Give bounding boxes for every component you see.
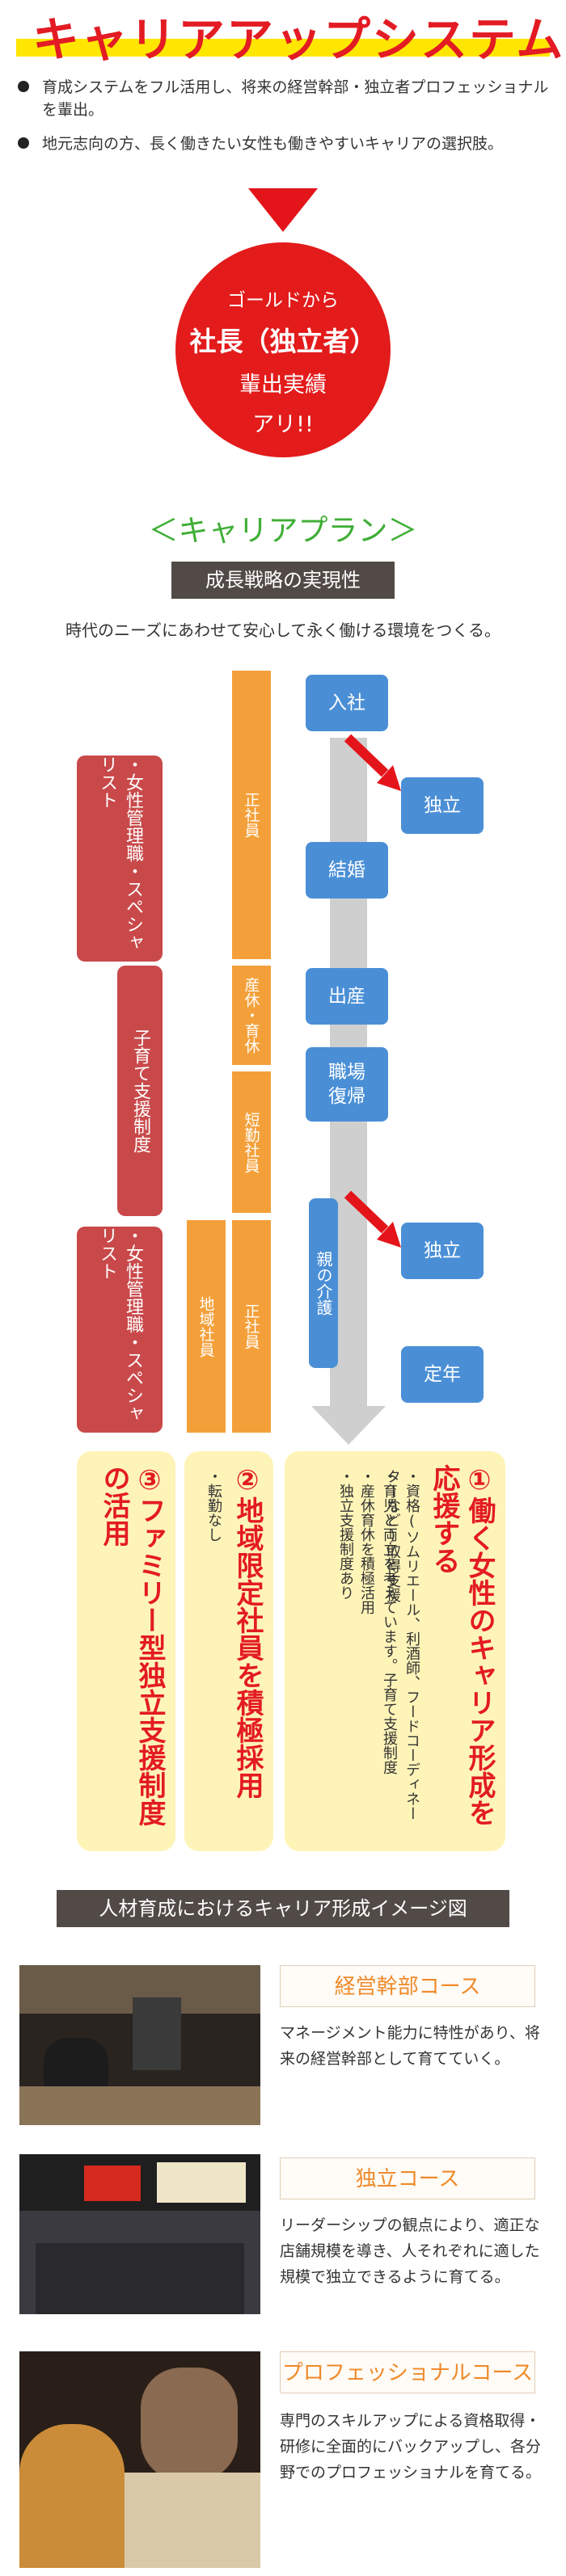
option-box-1: ①働く女性のキャリア形成を応援する ・資格(ソムリエール、利酒師、フードコーディ… [285, 1451, 505, 1851]
option-box-2: ②地域限定社員を積極採用 ・転勤なし [184, 1451, 273, 1851]
stage-independence-2: 独立 [401, 1223, 484, 1279]
bullet-dot-icon [18, 81, 29, 92]
timeline-arrow-head-icon [311, 1406, 386, 1445]
bar-regular-employee-2: 正社員 [232, 1220, 271, 1433]
bar-regional-employee: 地域社員 [187, 1220, 226, 1433]
achievement-line-3: 輩出実績 [239, 373, 327, 398]
bullet-text: 育成システムをフル活用し、将来の経営幹部・独立者プロフェッショナルを輩出。 [42, 78, 549, 119]
option-3-content: ③ファミリー型独立支援制度の活用 [96, 1464, 167, 1836]
stage-marriage: 結婚 [306, 842, 388, 899]
course-desc-independence: リーダーシップの観点により、適正な店舗規模を導き、人それぞれに適した規模で独立で… [280, 2216, 540, 2286]
stage-parent-care: 親の介護 [309, 1198, 338, 1368]
career-plan-title: ＜キャリアプラン＞ [148, 513, 418, 548]
diagonal-arrow-icon [344, 1190, 401, 1248]
course-title-independence: 独立コース [280, 2157, 535, 2199]
stage-return-to-work: 職場復帰 [306, 1047, 388, 1122]
option-1-detail: ・産休育休を積極活用 [358, 1469, 375, 1614]
storefront-photo [19, 2154, 260, 2314]
strategy-description: 時代のニーズにあわせて安心して永く働ける環境をつくる。 [65, 621, 501, 640]
achievement-line-1: ゴールドから [227, 290, 339, 311]
bullet-item-1: 育成システムをフル活用し、将来の経営幹部・独立者プロフェッショナルを輩出。 [18, 76, 551, 121]
achievement-line-2: 社長（独立者） [189, 326, 377, 357]
chef-photo [19, 2351, 260, 2568]
stage-retirement: 定年 [401, 1346, 484, 1403]
down-arrow-icon [248, 188, 318, 232]
diagonal-arrow-icon [344, 734, 401, 791]
support-box-women-management-2: ・女性管理職・スペシャリスト [77, 1227, 163, 1433]
option-1-content: ①働く女性のキャリア形成を応援する [426, 1464, 497, 1836]
course-title-management: 経営幹部コース [280, 1965, 535, 2007]
career-image-banner: 人材育成におけるキャリア形成イメージ図 [57, 1890, 509, 1927]
title-underline [16, 39, 550, 57]
option-1-detail: ・育児と両立を考えています。子育て支援制度 [381, 1469, 398, 1774]
option-2-detail: ・転勤なし [205, 1469, 222, 1542]
option-1-detail: ・資格(ソムリエール、利酒師、フードコーディネーターなど)取得支援 [384, 1469, 420, 1820]
achievement-line-4: アリ!! [252, 412, 314, 437]
option-2-title: 地域限定社員を積極採用 [231, 1496, 264, 1799]
strategy-banner: 成長戦略の実現性 [171, 562, 395, 599]
stage-hire: 入社 [306, 675, 388, 731]
page-title: キャリアアップシステム [32, 12, 565, 67]
option-1-number: ① [463, 1464, 496, 1496]
stage-childbirth: 出産 [306, 968, 388, 1025]
bullet-dot-icon [18, 137, 29, 149]
support-box-childcare: 子育て支援制度 [117, 966, 163, 1216]
course-title-professional: プロフェッショナルコース [280, 2351, 535, 2393]
option-1-detail: ・独立支援制度あり [337, 1469, 354, 1600]
bar-maternity-leave: 産休・育休 [232, 966, 271, 1065]
option-3-number: ③ [133, 1464, 166, 1496]
bullet-item-2: 地元志向の方、長く働きたい女性も働きやすいキャリアの選択肢。 [18, 133, 551, 155]
course-desc-professional: 専門のスキルアップによる資格取得・研修に全面的にバックアップし、各分野でのプロフ… [280, 2412, 542, 2481]
kitchen-photo [19, 1965, 260, 2125]
option-1-title: 働く女性のキャリア形成を応援する [428, 1464, 496, 1826]
bar-short-time-employee: 短勤社員 [232, 1071, 271, 1213]
stage-independence: 独立 [401, 777, 484, 834]
bullet-text: 地元志向の方、長く働きたい女性も働きやすいキャリアの選択肢。 [42, 135, 504, 153]
course-desc-management: マネージメント能力に特性があり、将来の経営幹部として育てていく。 [280, 2024, 540, 2068]
support-box-women-management: ・女性管理職・スペシャリスト [77, 756, 163, 962]
bar-regular-employee: 正社員 [232, 671, 271, 959]
option-box-3: ③ファミリー型独立支援制度の活用 [77, 1451, 175, 1851]
option-2-number: ② [231, 1464, 264, 1496]
option-3-title: ファミリー型独立支援制度の活用 [98, 1464, 166, 1826]
option-2-content: ②地域限定社員を積極採用 [230, 1464, 265, 1836]
achievement-circle: ゴールドから 社長（独立者） 輩出実績 アリ!! [175, 242, 391, 457]
